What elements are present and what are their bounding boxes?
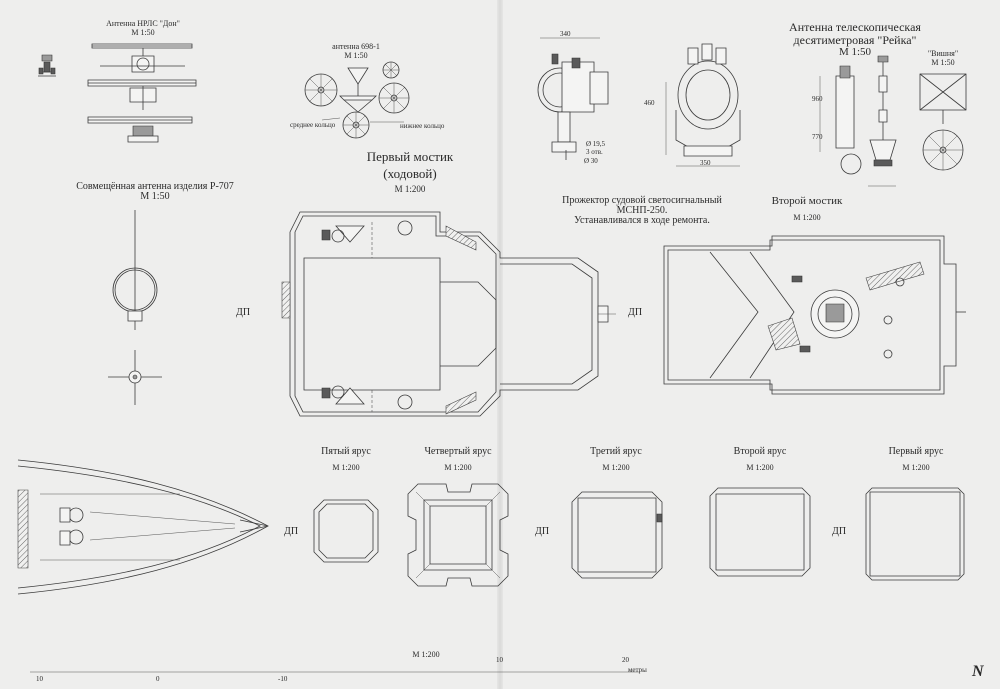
- tier3-title: Третий ярус: [590, 446, 642, 457]
- page-mark: N: [972, 663, 984, 680]
- wheel-small-top: [383, 62, 399, 78]
- searchlight-dim-base: 350: [700, 159, 711, 167]
- wheel-right: [379, 83, 409, 113]
- reika-antenna-drawing: [820, 56, 896, 186]
- bottom-tick-20: 20: [622, 656, 629, 664]
- tier1-plan: [866, 488, 964, 580]
- tier2-title: Второй ярус: [733, 446, 787, 457]
- antenna-698-scale: М 1:50: [344, 51, 368, 60]
- searchlight-dim-d1: Ø 19,5: [586, 140, 606, 148]
- dp-label-tier1: ДП: [832, 526, 847, 537]
- dp-label-second-bridge: ДП: [628, 307, 643, 318]
- wing-searchlight-bottom: [322, 386, 364, 404]
- tier4-scale: М 1:200: [444, 463, 472, 472]
- middle-rings-label: среднее кольцо: [290, 121, 336, 129]
- cone-center: [340, 68, 376, 112]
- tier4-title: Четвертый ярус: [424, 446, 492, 457]
- antenna-don-drawing: [88, 44, 196, 142]
- lower-rings-label: нижнее кольцо: [400, 122, 445, 130]
- mini-radar-figure: [38, 55, 56, 76]
- wheel-bottom: [343, 112, 369, 138]
- searchlight-dim-width: 340: [560, 30, 571, 38]
- second-bridge-plan: [664, 236, 966, 394]
- antenna-don-scale: М 1:50: [131, 28, 155, 37]
- tier5-scale: М 1:200: [332, 463, 360, 472]
- searchlight-dim-holes: 3 отв.: [586, 148, 603, 156]
- searchlight-caption-1: Прожектор судовой светосигнальный: [562, 195, 722, 206]
- dp-label-tier4: ДП: [535, 526, 550, 537]
- bottom-tick-m10: -10: [278, 675, 288, 683]
- bottom-tick-0: 0: [156, 675, 160, 683]
- tier5-plan: [314, 500, 378, 562]
- tier5-title: Пятый ярус: [321, 446, 371, 457]
- reika-title: Антенна телескопическая: [789, 20, 921, 34]
- second-bridge-title: Второй мостик: [771, 195, 843, 207]
- page-gutter: [497, 0, 503, 689]
- tier1-scale: М 1:200: [902, 463, 930, 472]
- wing-searchlight-top: [322, 226, 364, 242]
- tier2-scale: М 1:200: [746, 463, 774, 472]
- bottom-tick-10b: 10: [496, 656, 503, 664]
- searchlight-caption-3: Устанавливался в ходе ремонта.: [574, 215, 710, 226]
- searchlight-dim-height: 460: [644, 99, 655, 107]
- tier4-plan: [408, 484, 508, 586]
- bow-plan: [18, 460, 268, 594]
- second-bridge-scale: М 1:200: [793, 213, 821, 222]
- searchlight-side-view: [666, 44, 740, 166]
- dp-label-first-bridge: ДП: [236, 307, 251, 318]
- reika-scale: М 1:50: [838, 46, 872, 58]
- dp-label-bow: ДП: [284, 526, 299, 537]
- r707-antenna-drawing: [108, 210, 162, 405]
- tier1-title: Первый ярус: [888, 446, 944, 457]
- antenna-don-title: Антенна НРЛС "Дон": [106, 19, 180, 28]
- searchlight-drawing: [538, 38, 608, 160]
- antenna-698-title: антенна 698-1: [332, 42, 380, 51]
- tier3-scale: М 1:200: [602, 463, 630, 472]
- bottom-units: метры: [628, 666, 647, 674]
- first-bridge-plan: [282, 212, 616, 416]
- wheel-left: [305, 74, 337, 106]
- first-bridge-title: Первый мостик: [366, 149, 454, 164]
- bottom-scale: М 1:200: [412, 650, 440, 659]
- tier3-plan: [572, 492, 662, 578]
- tier2-plan: [710, 488, 810, 576]
- reika-dim-1: 960: [812, 95, 823, 103]
- reika-dim-2: 770: [812, 133, 823, 141]
- searchlight-caption-2: МСНП-250.: [616, 205, 668, 216]
- bottom-tick-10a: 10: [36, 675, 43, 683]
- combined-antenna-title: Совмещённая антенна изделия Р-707: [76, 181, 234, 192]
- first-bridge-subtitle: (ходовой): [383, 166, 437, 181]
- antenna-698-drawing: [305, 62, 409, 138]
- vishnya-antenna-drawing: [920, 74, 966, 170]
- reika-subtitle: десятиметровая "Рейка": [793, 33, 917, 47]
- vishnya-scale: М 1:50: [931, 58, 955, 67]
- first-bridge-scale: М 1:200: [394, 184, 426, 194]
- searchlight-dim-d2: Ø 30: [584, 157, 598, 165]
- vishnya-title: "Вишня": [927, 49, 959, 58]
- combined-antenna-scale: М 1:50: [140, 191, 170, 202]
